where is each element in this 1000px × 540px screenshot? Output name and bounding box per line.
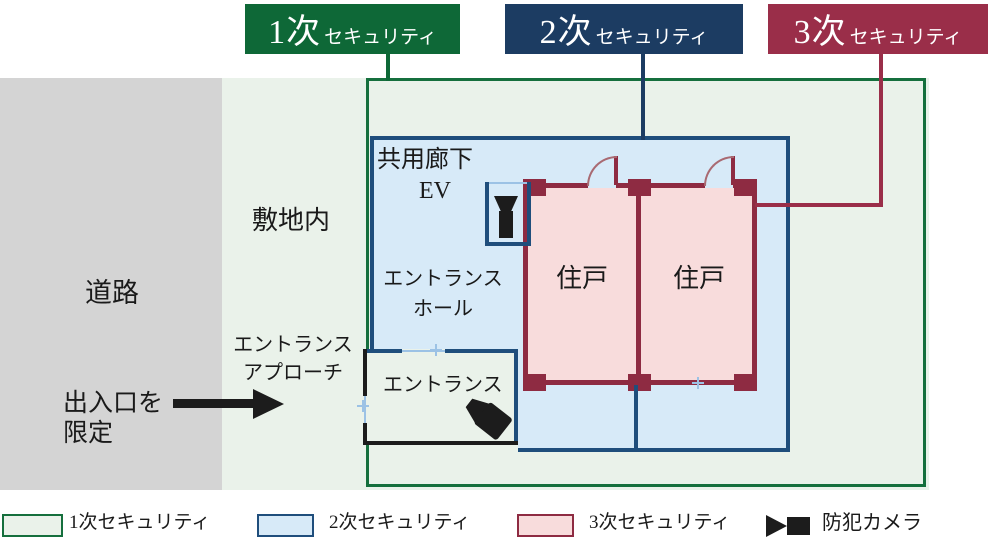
entrance-room-left-wall (363, 423, 367, 445)
door-corner-block (523, 374, 546, 391)
arrow-icon (173, 399, 254, 408)
corridor-label: 共用廊下 (377, 147, 473, 173)
label-primary-security: 1次 セキュリティ (245, 4, 460, 54)
primary-connector-line (386, 54, 390, 81)
road-area (0, 78, 222, 490)
door-tick (357, 400, 369, 412)
door-corner-block (628, 374, 651, 391)
label-secondary-big: 2次 (539, 14, 593, 51)
security-camera-icon (499, 211, 513, 238)
legend-label-primary: 1次セキュリティ (69, 512, 211, 533)
label-tertiary-small: セキュリティ (849, 27, 963, 48)
entrance-label: エントランス (383, 374, 503, 396)
elevator-label: EV (419, 178, 451, 204)
primary-zone-border (366, 78, 926, 487)
unit-divider-wall (636, 188, 641, 380)
door-tick (430, 344, 442, 356)
video-camera-icon (766, 515, 787, 537)
primary-zone-border-segment (366, 445, 369, 484)
label-tertiary-big: 3次 (793, 14, 847, 51)
window-tick (692, 377, 704, 389)
label-primary-small: セキュリティ (324, 27, 437, 48)
legend-swatch-secondary (257, 514, 314, 537)
entrance-room-left-wall (363, 349, 367, 396)
entrance-room-top-wall (445, 349, 518, 353)
label-tertiary-security: 3次 セキュリティ (768, 4, 988, 54)
secondary-connector-line (641, 54, 645, 140)
label-secondary-security: 2次 セキュリティ (505, 4, 743, 54)
legend-label-tertiary: 3次セキュリティ (589, 512, 731, 533)
road-label: 道路 (85, 278, 139, 308)
ev-door-line (489, 182, 527, 184)
label-primary-big: 1次 (268, 14, 322, 51)
unit2-label: 住戸 (673, 264, 726, 293)
entrance-room-bottom-wall (363, 441, 518, 445)
legend-label-secondary: 2次セキュリティ (329, 512, 471, 533)
ev-shaft (485, 182, 531, 246)
legend-swatch-primary (2, 514, 63, 537)
site-label: 敷地内 (252, 206, 331, 235)
legend-label-camera: 防犯カメラ (822, 512, 922, 534)
gate-note-label: 出入口を 限定 (63, 390, 164, 447)
security-camera-icon (494, 196, 518, 212)
door-corner-block (628, 179, 651, 196)
door-corner-block (734, 374, 757, 391)
auto-door-line (402, 350, 445, 352)
unit1-label: 住戸 (556, 264, 609, 293)
entrance-room-top-wall (363, 349, 402, 353)
door-corner-block (734, 179, 757, 196)
corridor-divider-wall (634, 385, 638, 452)
hall-label: エントランス ホール (383, 268, 503, 320)
gate-door-line (364, 396, 366, 423)
approach-label: エントランス アプローチ (233, 334, 353, 384)
legend-swatch-tertiary (517, 514, 574, 537)
video-camera-icon (787, 517, 810, 535)
tertiary-connector-line (755, 203, 883, 207)
entrance-room-right-wall (514, 349, 518, 445)
tertiary-connector-line (879, 54, 883, 207)
label-secondary-small: セキュリティ (595, 27, 709, 48)
